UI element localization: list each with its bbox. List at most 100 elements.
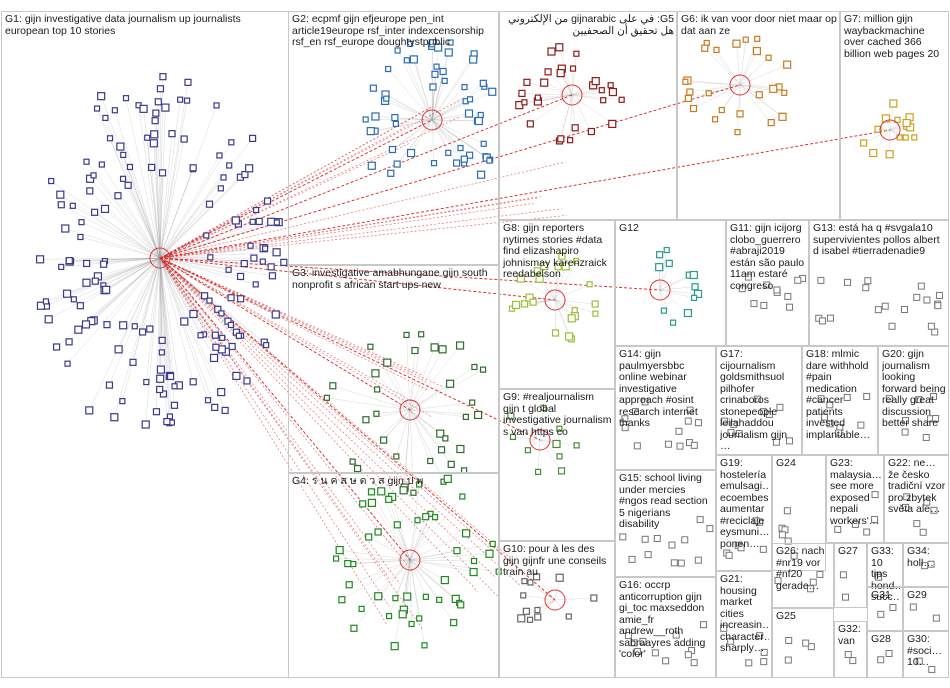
node[interactable] xyxy=(114,192,122,200)
node[interactable] xyxy=(232,371,241,381)
node[interactable] xyxy=(102,114,109,122)
node[interactable] xyxy=(784,656,792,664)
node[interactable] xyxy=(776,403,784,411)
node[interactable] xyxy=(526,120,534,128)
node[interactable] xyxy=(470,557,478,565)
node[interactable] xyxy=(734,129,741,136)
node[interactable] xyxy=(807,643,815,651)
node[interactable] xyxy=(631,408,639,416)
node[interactable] xyxy=(227,321,235,329)
node[interactable] xyxy=(860,139,868,147)
node[interactable] xyxy=(206,297,213,304)
node[interactable] xyxy=(573,257,580,265)
node[interactable] xyxy=(871,491,879,499)
node[interactable] xyxy=(434,43,443,52)
node[interactable] xyxy=(226,162,233,169)
node[interactable] xyxy=(785,437,793,445)
node[interactable] xyxy=(624,632,632,640)
node[interactable] xyxy=(453,547,461,555)
node[interactable] xyxy=(476,170,486,179)
node[interactable] xyxy=(753,395,761,403)
hub-node[interactable] xyxy=(529,429,551,451)
node[interactable] xyxy=(93,105,101,112)
node[interactable] xyxy=(371,369,380,378)
node[interactable] xyxy=(56,190,65,199)
node[interactable] xyxy=(527,579,534,586)
node[interactable] xyxy=(902,118,911,128)
node[interactable] xyxy=(156,85,165,93)
node[interactable] xyxy=(97,92,106,101)
node[interactable] xyxy=(180,135,188,143)
node[interactable] xyxy=(881,302,889,310)
node[interactable] xyxy=(393,521,401,529)
node[interactable] xyxy=(207,254,214,261)
node[interactable] xyxy=(443,474,452,483)
node[interactable] xyxy=(720,624,728,632)
node[interactable] xyxy=(428,39,437,48)
node[interactable] xyxy=(152,109,160,117)
node[interactable] xyxy=(567,314,576,323)
node[interactable] xyxy=(100,204,110,214)
node[interactable] xyxy=(641,398,649,406)
node[interactable] xyxy=(901,428,909,436)
node[interactable] xyxy=(427,457,434,465)
node[interactable] xyxy=(450,618,458,627)
node[interactable] xyxy=(391,113,399,122)
node[interactable] xyxy=(366,127,375,136)
node[interactable] xyxy=(393,453,400,460)
node[interactable] xyxy=(489,540,496,548)
node[interactable] xyxy=(608,87,618,97)
node[interactable] xyxy=(464,109,474,118)
hub-node[interactable] xyxy=(649,279,671,301)
node[interactable] xyxy=(77,233,84,241)
node[interactable] xyxy=(280,258,288,266)
node[interactable] xyxy=(441,77,448,84)
node[interactable] xyxy=(431,70,439,78)
node[interactable] xyxy=(159,73,167,81)
node[interactable] xyxy=(760,301,768,309)
node[interactable] xyxy=(932,414,940,422)
node[interactable] xyxy=(116,142,125,151)
node[interactable] xyxy=(802,639,810,647)
node[interactable] xyxy=(85,406,94,415)
node[interactable] xyxy=(349,458,356,465)
node[interactable] xyxy=(676,442,684,450)
node[interactable] xyxy=(552,439,561,449)
node[interactable] xyxy=(686,406,694,414)
node[interactable] xyxy=(65,256,73,265)
node[interactable] xyxy=(445,379,455,388)
node[interactable] xyxy=(83,158,90,165)
node[interactable] xyxy=(551,329,560,337)
node[interactable] xyxy=(469,399,476,406)
node[interactable] xyxy=(785,636,793,644)
node[interactable] xyxy=(156,374,165,383)
node[interactable] xyxy=(857,421,865,429)
node[interactable] xyxy=(383,95,390,102)
node[interactable] xyxy=(367,343,374,350)
node[interactable] xyxy=(894,116,901,123)
node[interactable] xyxy=(62,289,72,298)
node[interactable] xyxy=(436,429,445,438)
node[interactable] xyxy=(607,82,614,89)
node[interactable] xyxy=(148,163,156,172)
node[interactable] xyxy=(385,495,393,503)
node[interactable] xyxy=(61,224,70,233)
node[interactable] xyxy=(909,603,917,611)
node[interactable] xyxy=(630,639,638,647)
node[interactable] xyxy=(235,332,242,339)
node[interactable] xyxy=(189,309,198,319)
node[interactable] xyxy=(474,410,483,420)
node[interactable] xyxy=(156,385,164,394)
node[interactable] xyxy=(875,573,883,581)
node[interactable] xyxy=(591,77,600,86)
node[interactable] xyxy=(329,382,337,390)
node[interactable] xyxy=(217,387,226,397)
node[interactable] xyxy=(267,263,275,271)
node[interactable] xyxy=(712,116,719,123)
node[interactable] xyxy=(930,506,938,514)
node[interactable] xyxy=(212,343,220,351)
node[interactable] xyxy=(456,444,465,454)
node[interactable] xyxy=(345,581,353,589)
node[interactable] xyxy=(228,342,236,351)
hub-node[interactable] xyxy=(561,84,583,106)
